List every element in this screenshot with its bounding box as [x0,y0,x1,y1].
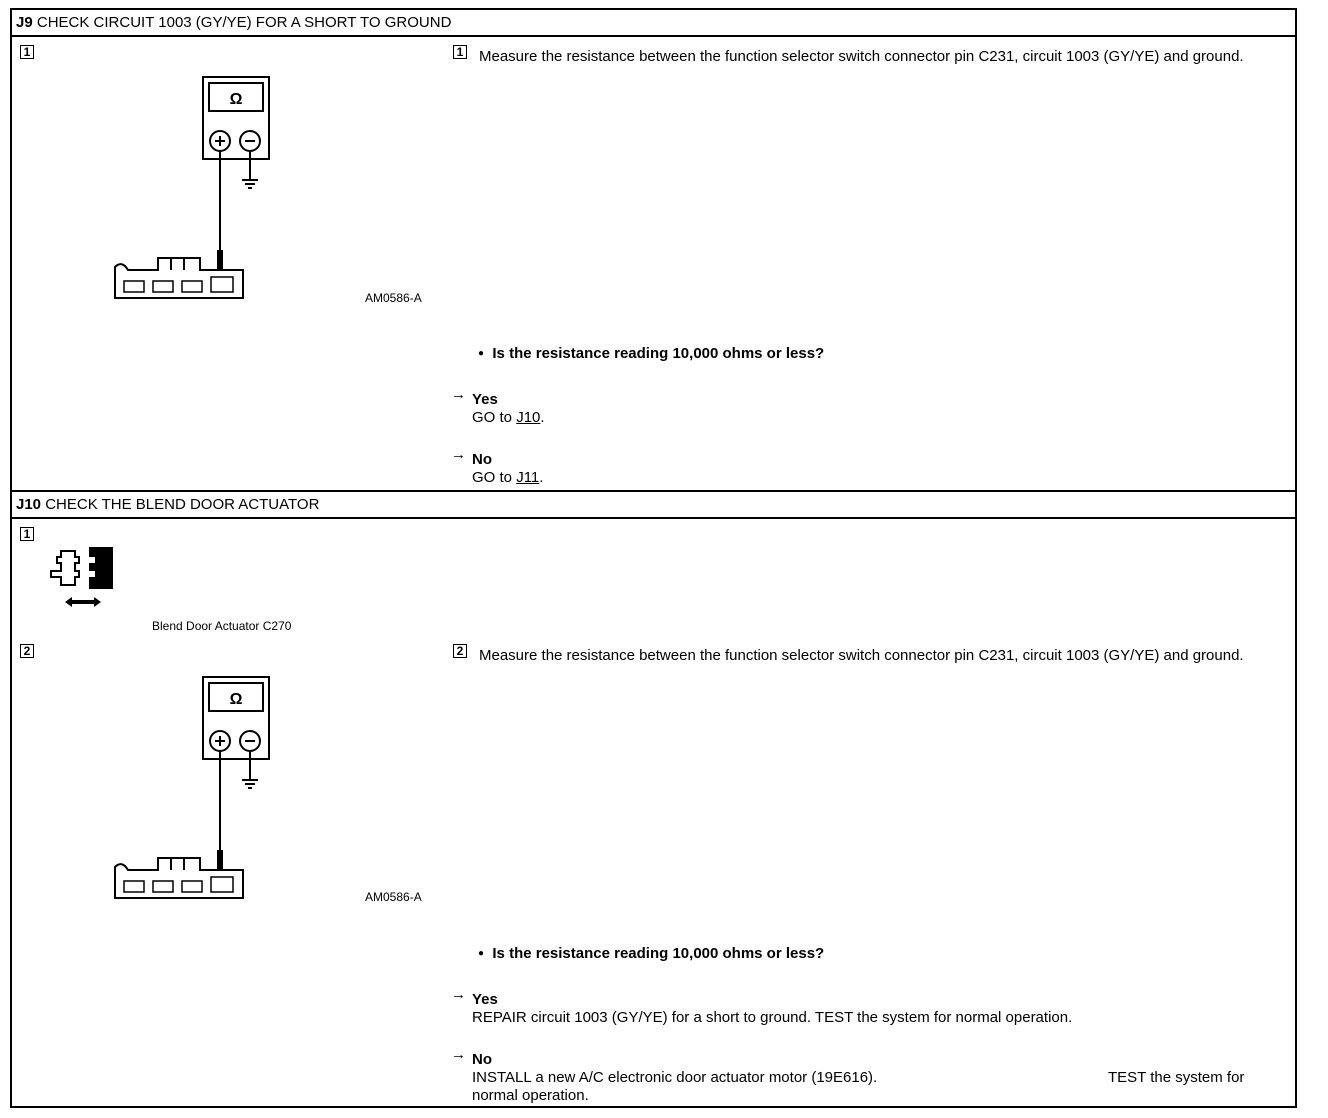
yes-label: Yes [472,391,498,408]
yes-result: REPAIR circuit 1003 (GY/YE) for a short … [472,1009,1073,1026]
yes-label: Yes [472,991,498,1008]
bullet-icon: ● [478,348,485,359]
step-title: CHECK THE BLEND DOOR ACTUATOR [45,496,320,513]
no-result-continued: TEST the system for [1108,1069,1245,1086]
step-number-box: 2 [453,644,467,658]
divider [10,35,1297,37]
step-title: CHECK CIRCUIT 1003 (GY/YE) FOR A SHORT T… [36,14,452,31]
arrow-icon: → [451,986,466,1003]
connector-disconnect-icon [50,547,113,607]
divider [10,517,1297,519]
no-label: No [472,1051,492,1068]
step-instruction: Measure the resistance between the funct… [479,48,1244,65]
no-result: INSTALL a new A/C electronic door actuat… [472,1069,878,1086]
step-header-j9: J9 CHECK CIRCUIT 1003 (GY/YE) FOR A SHOR… [16,14,451,31]
step-id: J10 [16,496,42,513]
arrow-icon: → [451,386,466,403]
step-number-box: 1 [20,527,34,541]
step-instruction: Measure the resistance between the funct… [479,647,1244,664]
ohm-symbol: Ω [230,691,243,708]
connector-icon [114,857,244,899]
arrow-icon: → [451,1046,466,1063]
divider [10,490,1297,492]
link-j10[interactable]: J10 [516,409,541,426]
procedure-table [10,8,1297,1108]
no-result-continued: normal operation. [472,1087,589,1104]
step-number-box: 1 [453,45,467,59]
figure-id: AM0586-A [365,890,422,904]
multimeter-diagram: Ω [114,76,270,299]
no-result: GO to J11. [472,469,544,486]
step-header-j10: J10 CHECK THE BLEND DOOR ACTUATOR [16,496,319,513]
step-id: J9 [16,14,33,31]
connector-icon [114,257,244,299]
step-number-box: 1 [20,45,34,59]
step-number-box: 2 [20,644,34,658]
yes-result: GO to J10. [472,409,545,426]
question: ● Is the resistance reading 10,000 ohms … [478,945,825,962]
bullet-icon: ● [478,948,485,959]
figure-id: AM0586-A [365,291,422,305]
link-j11[interactable]: J11 [516,469,540,486]
ohm-symbol: Ω [230,91,243,108]
figure-caption: Blend Door Actuator C270 [152,619,292,633]
arrow-icon: → [451,446,466,463]
no-label: No [472,451,492,468]
question: ● Is the resistance reading 10,000 ohms … [478,345,825,362]
multimeter-diagram: Ω [114,676,270,899]
